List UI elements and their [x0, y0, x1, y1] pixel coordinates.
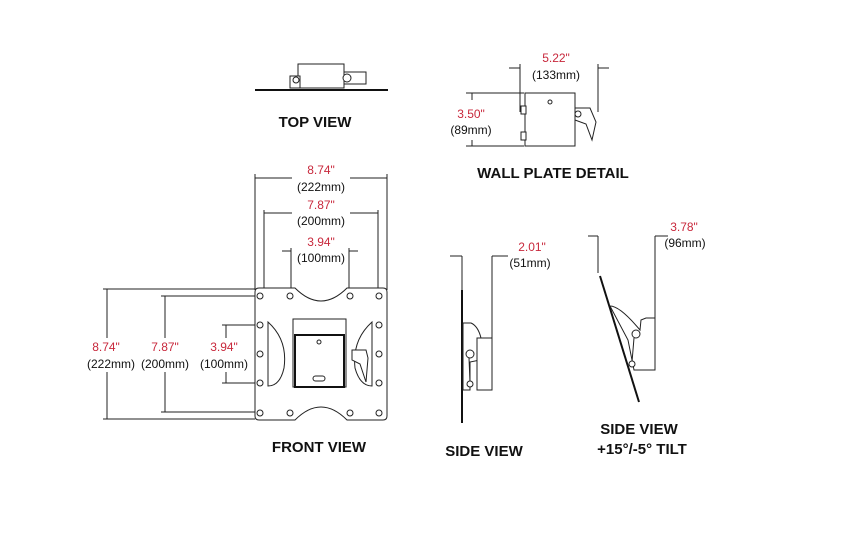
tilt-depth-mm: (96mm) [664, 236, 705, 250]
front-left-dim-3-in: 3.94" [210, 340, 238, 354]
front-left-dim-1-in: 8.74" [92, 340, 120, 354]
wall-plate-height-mm: (89mm) [450, 123, 491, 137]
wall-plate-width-in: 5.22" [542, 51, 570, 65]
front-left-dim-1-mm: (222mm) [87, 357, 135, 371]
front-left-dim-2-in: 7.87" [151, 340, 179, 354]
wall-plate-label: WALL PLATE DETAIL [477, 165, 629, 182]
front-top-dim-2-mm: (200mm) [297, 214, 345, 228]
front-top-dim-3-in: 3.94" [307, 235, 335, 249]
front-left-dim-3-mm: (100mm) [200, 357, 248, 371]
side-view-drawing [450, 255, 508, 423]
tilt-view-label: SIDE VIEW [600, 421, 678, 438]
front-view-label: FRONT VIEW [272, 439, 367, 456]
top-view-drawing [255, 63, 388, 91]
front-left-dim-2-mm: (200mm) [141, 357, 189, 371]
wall-plate-drawing [466, 64, 609, 147]
tilt-view-drawing [588, 235, 668, 403]
front-top-dim-1-in: 8.74" [307, 163, 335, 177]
wall-plate-width-mm: (133mm) [532, 68, 580, 82]
tilt-depth-in: 3.78" [670, 220, 698, 234]
wall-plate-height-in: 3.50" [457, 107, 485, 121]
side-view-label: SIDE VIEW [445, 443, 523, 460]
front-top-dim-1-mm: (222mm) [297, 180, 345, 194]
front-top-dim-2-in: 7.87" [307, 198, 335, 212]
side-depth-mm: (51mm) [509, 256, 550, 270]
top-view-label: TOP VIEW [279, 114, 353, 131]
front-view-drawing [103, 174, 388, 421]
tilt-range-label: +15°/-5° TILT [597, 441, 687, 458]
side-depth-in: 2.01" [518, 240, 546, 254]
front-top-dim-3-mm: (100mm) [297, 251, 345, 265]
